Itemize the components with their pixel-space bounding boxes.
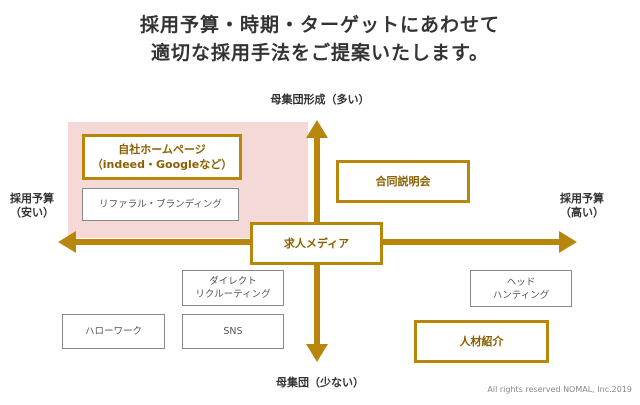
method-corporate-site-line2: （indeed・Googleなど） bbox=[91, 158, 233, 171]
method-job-media-label: 求人メディア bbox=[283, 237, 350, 250]
axis-label-right-line2: （高い） bbox=[560, 206, 604, 219]
top-arrowhead bbox=[306, 120, 328, 138]
bottom-arrowhead bbox=[306, 344, 328, 362]
method-headhunting: ヘッド ハンティング bbox=[470, 270, 572, 307]
copyright-footer: All rights reserved NOMAL, Inc.2019 bbox=[487, 385, 632, 394]
right-arrowhead bbox=[559, 231, 577, 253]
method-direct-recruiting-line1: ダイレクト bbox=[209, 276, 257, 287]
axis-label-left-line1: 採用予算 bbox=[10, 192, 54, 205]
method-info-session: 合同説明会 bbox=[336, 160, 470, 203]
method-direct-recruiting: ダイレクト リクルーティング bbox=[182, 270, 284, 306]
method-referral-label: リファラル・ブランディング bbox=[99, 199, 222, 210]
method-agency-label: 人材紹介 bbox=[459, 335, 504, 348]
axis-label-top: 母集団形成（多い） bbox=[270, 93, 370, 106]
method-agency: 人材紹介 bbox=[414, 320, 549, 363]
method-info-session-label: 合同説明会 bbox=[375, 175, 431, 188]
title-line-1: 採用予算・時期・ターゲットにあわせて bbox=[139, 14, 500, 36]
method-direct-recruiting-line2: リクルーティング bbox=[195, 289, 271, 300]
method-sns: SNS bbox=[182, 314, 284, 349]
axis-label-left-line2: （安い） bbox=[10, 206, 54, 219]
left-arrowhead bbox=[58, 231, 76, 253]
method-sns-label: SNS bbox=[223, 326, 243, 337]
title-line-2: 適切な採用手法をご提案いたします。 bbox=[150, 42, 490, 64]
method-headhunting-line2: ハンティング bbox=[492, 289, 550, 301]
method-hellowork-label: ハローワーク bbox=[84, 326, 142, 337]
method-corporate-site-line1: 自社ホームページ bbox=[118, 143, 206, 156]
axis-label-right-line1: 採用予算 bbox=[560, 192, 604, 205]
axis-label-right: 採用予算 （高い） bbox=[552, 192, 612, 220]
method-referral: リファラル・ブランディング bbox=[82, 188, 239, 221]
method-hellowork: ハローワーク bbox=[62, 314, 165, 349]
method-job-media: 求人メディア bbox=[250, 222, 383, 265]
axis-label-bottom: 母集団（少ない） bbox=[276, 376, 364, 389]
method-headhunting-line1: ヘッド bbox=[506, 276, 536, 288]
method-corporate-site: 自社ホームページ （indeed・Googleなど） bbox=[82, 134, 242, 180]
axis-label-left: 採用予算 （安い） bbox=[2, 192, 62, 220]
